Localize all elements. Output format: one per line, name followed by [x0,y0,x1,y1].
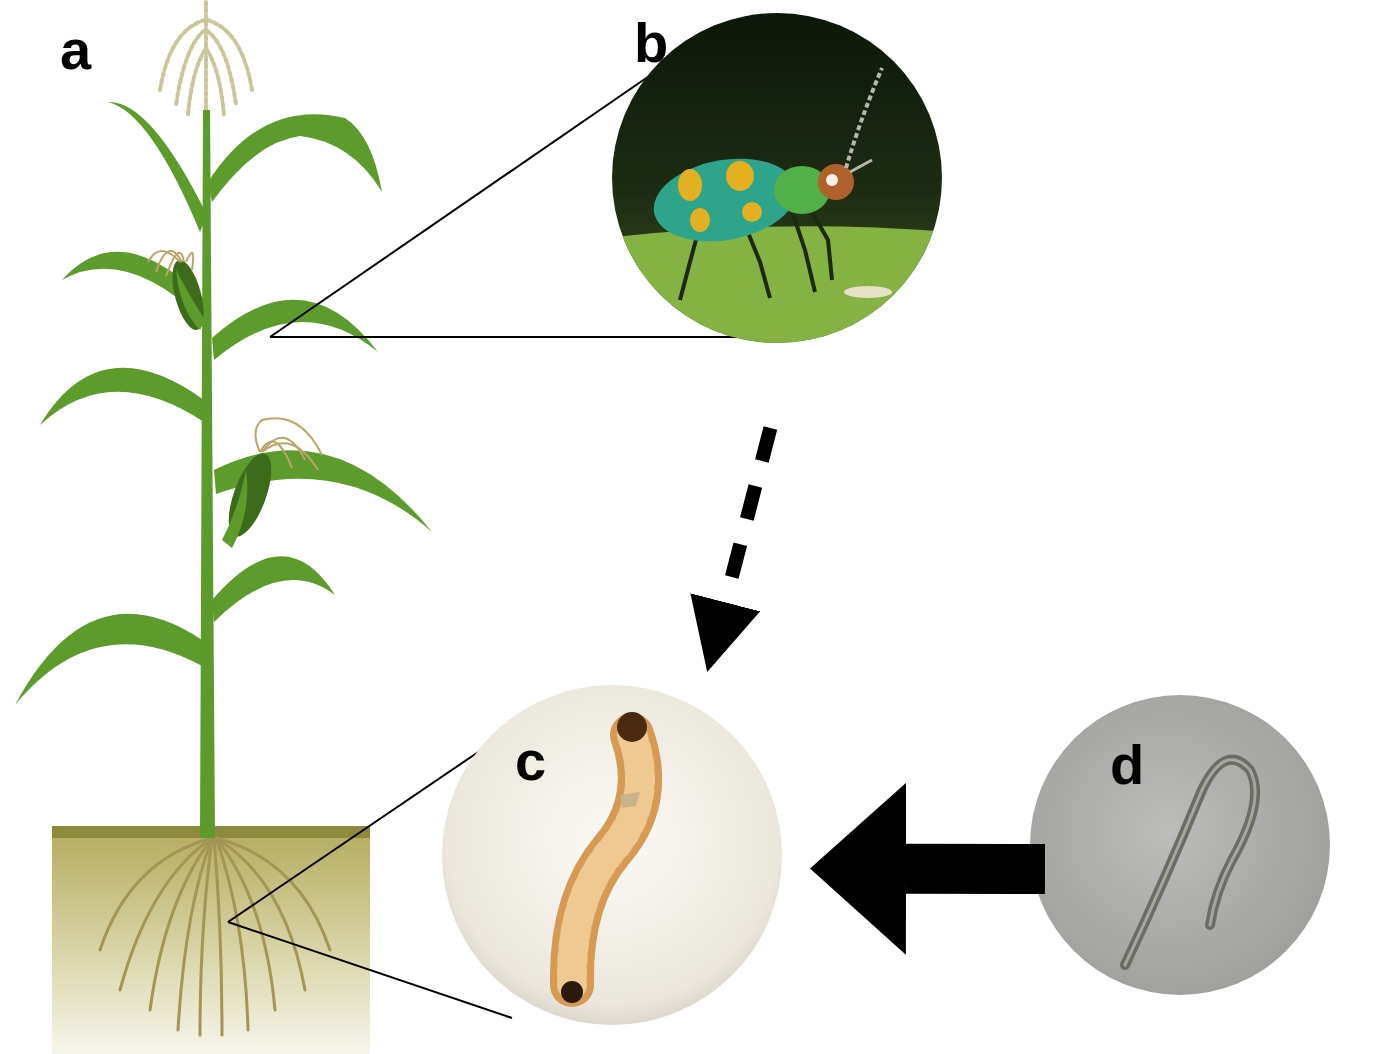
ear [220,418,322,548]
circle-shape [612,13,942,343]
tassel-branch [207,50,224,115]
leaf [212,556,335,622]
debris [620,792,640,808]
leaf [208,114,382,202]
root [178,838,212,1030]
larva-tail [561,981,583,1003]
silk-strand [166,253,184,276]
silk-strand [260,442,292,468]
beetle-spot [678,169,702,201]
beetle-photo [605,10,950,350]
photo-circle: b [612,13,942,343]
root [214,838,222,1035]
root [200,838,212,1035]
leaf [212,300,378,360]
soil [52,826,370,1054]
beetle-legs [680,200,832,300]
leaf-surface [605,226,950,350]
beetle-eye [826,174,838,186]
root [216,838,275,1010]
leaf-speck [844,286,892,298]
panel-letter: d [1110,737,1144,793]
beetle-spot [742,202,762,222]
silk-strand [262,443,318,470]
panel-letter: b [634,15,668,71]
leg [745,225,770,298]
panel-letter: a [60,22,91,78]
circle-outline [1030,695,1330,995]
circle-shape [442,685,782,1025]
soil-block [52,826,370,1054]
leg [790,205,815,292]
arrow-connector [906,844,1045,894]
leader-line [270,336,745,338]
silk [255,418,322,470]
beetle-spot [726,161,754,191]
tassel-branch [188,50,205,115]
nematode-gut [1125,760,1255,965]
ear-husk [166,257,210,333]
roots [100,838,330,1035]
larva-head [617,712,647,742]
ear [148,251,210,333]
leader-line [270,72,655,337]
silk-strand [255,418,322,455]
tassel-branch [207,20,252,90]
larva-segments [572,735,640,985]
ear-leaf [176,270,205,330]
root [216,838,248,1030]
arrow-connector [725,428,770,602]
photo-background [1028,693,1333,998]
root [100,838,212,950]
leaf [40,368,204,425]
nematode-body [1125,760,1255,965]
circle-outline [442,685,782,1025]
silk [148,251,193,276]
beetle-spot [690,208,710,232]
beetle-antenna [846,68,882,168]
circle-shape [1030,695,1330,995]
nematode-photo [1028,693,1333,998]
photo-circle: c [442,685,782,1025]
larva-photo [440,683,785,1028]
root [216,838,305,990]
silk-strand [186,253,193,270]
larva-body [572,735,640,985]
beetle-head [818,164,854,200]
photo-background [440,683,785,1028]
leaf [15,614,202,705]
beetle-antenna [850,160,872,172]
photo-circle: d [1030,695,1330,995]
panel-letter: c [515,733,546,789]
root [216,838,330,950]
tassel-branch [160,20,205,90]
ear-leaf [222,470,247,548]
tassel [160,2,252,115]
leaf [108,102,207,232]
leaves [15,102,432,705]
